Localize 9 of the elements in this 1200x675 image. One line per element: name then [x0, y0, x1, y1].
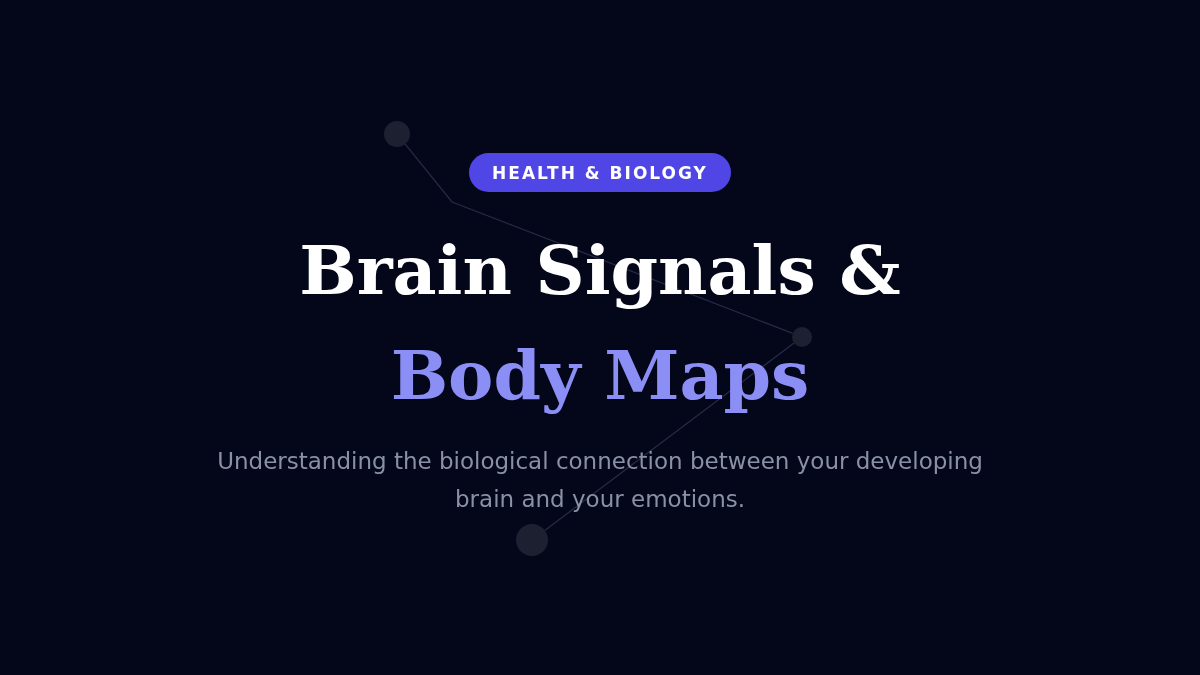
headline-text: Body Maps [390, 335, 810, 415]
node-circle [384, 121, 410, 147]
node-circle [516, 524, 548, 556]
node-circle [792, 327, 812, 347]
category-badge: HEALTH & BIOLOGY [469, 153, 731, 192]
connector-line [404, 143, 794, 335]
subtitle-text: Understanding the biological connection between your developing brain and your emotions. [216, 447, 984, 514]
headline-text: Brain Signals & [299, 230, 901, 310]
connector-line [544, 342, 795, 532]
